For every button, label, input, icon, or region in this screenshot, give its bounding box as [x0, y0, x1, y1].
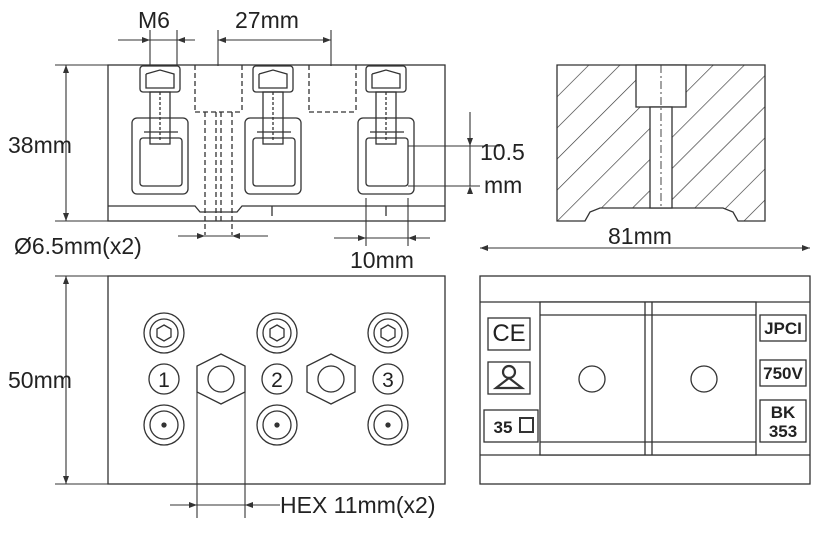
screw-bottom-2 — [256, 404, 298, 446]
label-length: 81mm — [608, 223, 672, 249]
terminal-number-circle-2 — [261, 363, 293, 395]
screw-bottom-1 — [143, 404, 185, 446]
label-clamp-b: mm — [484, 172, 522, 198]
bottom-view — [479, 275, 811, 485]
label-width: 50mm — [8, 367, 72, 393]
section-view — [556, 64, 766, 222]
top-body-outline — [107, 275, 446, 485]
label-clamp-width: 10mm — [350, 247, 414, 273]
hex-nut-2 — [306, 353, 356, 405]
top-view — [107, 275, 446, 485]
terminal-assembly-2 — [244, 65, 302, 195]
terminal-number-1: 1 — [158, 369, 170, 392]
front-base-step — [108, 205, 445, 213]
front-hidden-lines — [194, 65, 357, 235]
terminal-assembly-3 — [357, 65, 415, 195]
label-m6: M6 — [138, 7, 170, 33]
screw-top-3 — [367, 312, 409, 354]
label-hole: Ø6.5mm(x2) — [14, 233, 142, 259]
ce-mark-frame — [487, 317, 531, 351]
brand-mark-frame — [759, 314, 807, 342]
model-mark-frame — [759, 399, 807, 443]
model-mark-line2: 353 — [769, 422, 797, 441]
screw-bottom-3 — [367, 404, 409, 446]
hex-nut-1 — [196, 353, 246, 405]
mounting-hole-1 — [578, 365, 606, 393]
label-pitch: 27mm — [235, 7, 299, 33]
terminal-assembly-1 — [131, 65, 189, 195]
ce-mark: CE — [492, 320, 525, 347]
voltage-mark-frame — [759, 359, 807, 387]
label-clamp-a: 10.5 — [480, 139, 525, 165]
approval-symbol-icon — [492, 364, 526, 390]
terminal-number-circle-3 — [372, 363, 404, 395]
mounting-hole-2 — [690, 365, 718, 393]
approval-mark-frame — [487, 361, 531, 395]
size-mark-frame — [483, 409, 539, 443]
terminal-number-2: 2 — [271, 369, 283, 392]
label-hex: HEX 11mm(x2) — [280, 492, 436, 518]
top-arrowheads — [63, 276, 253, 508]
size-mark: 35 — [494, 418, 513, 437]
model-mark-line1: BK — [771, 403, 796, 422]
label-height: 38mm — [8, 132, 72, 158]
screw-top-1 — [143, 312, 185, 354]
brand-mark: JPCI — [764, 319, 802, 338]
front-dimension-lines — [55, 30, 500, 246]
terminal-number-circle-1 — [148, 363, 180, 395]
voltage-mark: 750V — [763, 364, 803, 383]
square-symbol-icon — [519, 417, 534, 433]
length-arrowheads — [480, 245, 810, 251]
front-arrowheads — [63, 37, 473, 241]
screw-top-2 — [256, 312, 298, 354]
top-dimension-lines — [55, 275, 280, 518]
bottom-recess — [539, 301, 757, 456]
terminal-number-3: 3 — [382, 369, 394, 392]
front-body-outline — [107, 64, 446, 222]
front-view — [107, 64, 446, 235]
